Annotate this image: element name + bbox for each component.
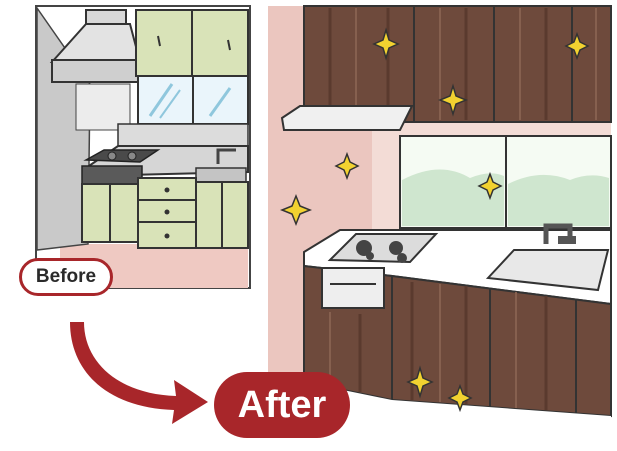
old-upper-cabinets: [135, 9, 249, 77]
induction-cooktop: [327, 233, 439, 264]
new-range-hood: [280, 105, 414, 131]
new-lower-cabinets: [303, 264, 612, 418]
before-kitchen-panel: [35, 5, 251, 289]
old-lower-cabinets: [81, 177, 249, 249]
before-label: Before: [19, 258, 113, 296]
after-label: After: [214, 372, 350, 438]
old-range-hood: [49, 9, 142, 83]
sparkle-icon: [447, 383, 473, 413]
sparkle-icon: [564, 31, 590, 61]
new-upper-cabinets: [303, 5, 612, 123]
curved-arrow-icon: [70, 322, 208, 424]
new-sink: [485, 223, 610, 292]
sparkle-icon: [334, 151, 360, 181]
old-gas-stove: [81, 149, 161, 185]
sparkle-icon: [279, 193, 313, 227]
sparkle-icons: [279, 27, 590, 413]
old-window: [137, 75, 249, 125]
sparkle-icon: [437, 83, 469, 117]
new-window: [399, 135, 612, 229]
sparkle-icon: [477, 171, 503, 201]
sparkle-icon: [406, 365, 434, 399]
sparkle-icon: [372, 27, 400, 61]
